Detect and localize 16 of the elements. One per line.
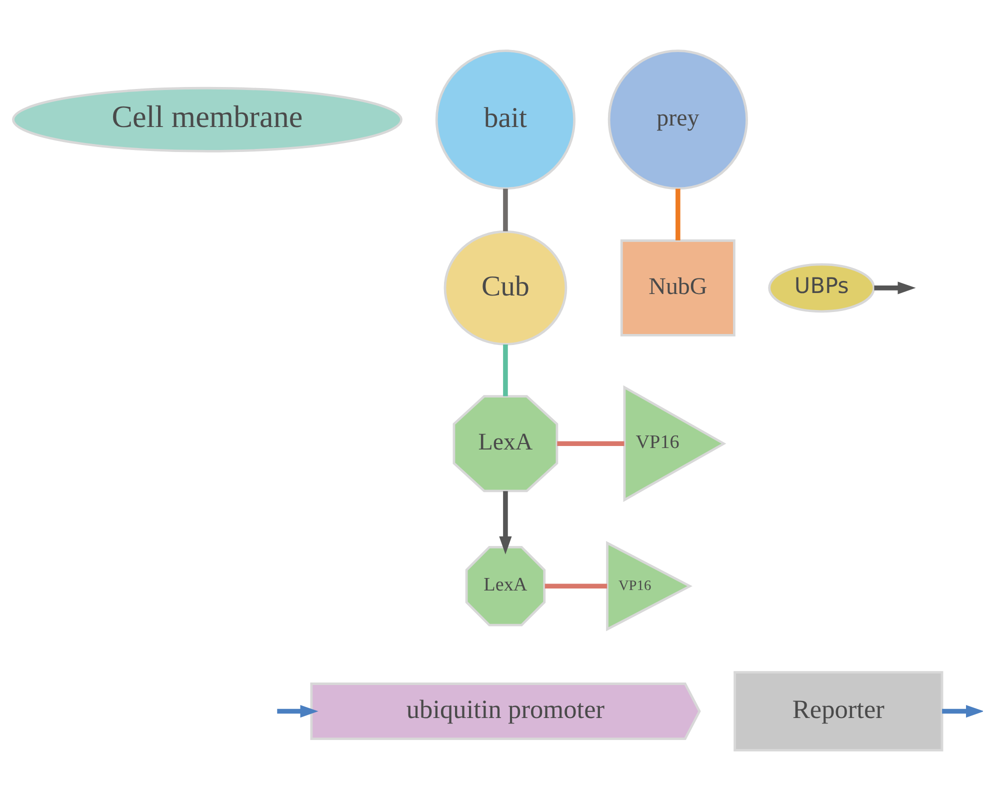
node-box: NubG: [620, 238, 736, 336]
node-circle: Cub: [444, 230, 568, 345]
connector: [544, 583, 608, 588]
arrow: [277, 704, 318, 718]
node-circle: prey: [608, 49, 748, 190]
connector: [503, 188, 508, 231]
connector: [557, 440, 624, 446]
arrow: [942, 704, 983, 718]
connector: [503, 344, 508, 396]
node-ellipse: Cell membrane: [12, 86, 402, 152]
arrow: [499, 490, 512, 554]
node-ellipse: UBPs: [768, 262, 876, 312]
arrow: [874, 281, 916, 294]
connector: [676, 188, 680, 240]
node-box: Reporter: [734, 670, 944, 751]
node-circle: bait: [435, 49, 576, 190]
